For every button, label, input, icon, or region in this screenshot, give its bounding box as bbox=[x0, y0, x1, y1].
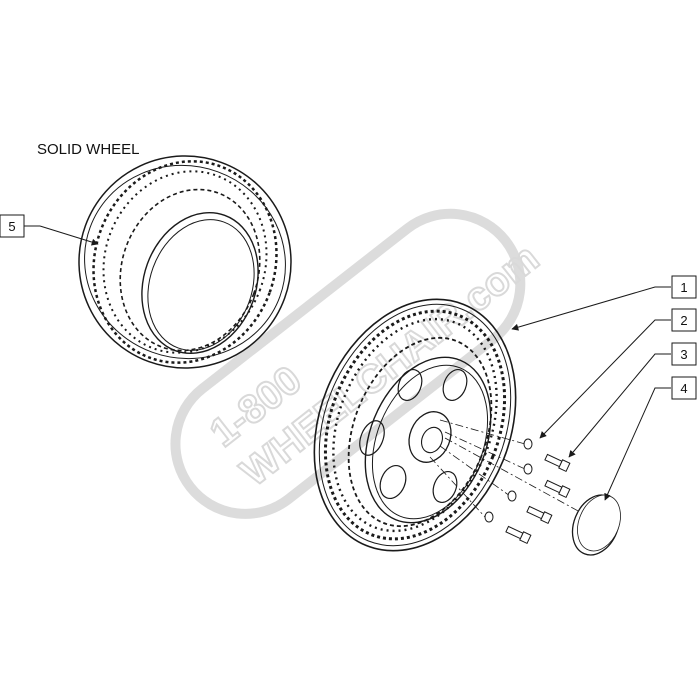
callout-5: 5 bbox=[0, 214, 40, 238]
callout-2: 2 bbox=[671, 308, 697, 332]
washers bbox=[484, 438, 533, 523]
spare-solid-tire bbox=[78, 155, 292, 369]
hub-cap bbox=[571, 494, 621, 556]
callout-1-number: 1 bbox=[680, 280, 687, 295]
callout-leaders bbox=[39, 225, 671, 501]
callout-3-number: 3 bbox=[680, 347, 687, 362]
wheel-assembly bbox=[313, 298, 517, 552]
callout-2-number: 2 bbox=[680, 313, 687, 328]
callout-1: 1 bbox=[671, 275, 697, 299]
diagram-title: SOLID WHEEL bbox=[37, 141, 140, 158]
assembly-lines bbox=[429, 419, 581, 518]
callout-4: 4 bbox=[671, 376, 697, 400]
callout-4-number: 4 bbox=[680, 381, 687, 396]
callout-3: 3 bbox=[671, 342, 697, 366]
callout-5-number: 5 bbox=[8, 219, 15, 234]
bolts bbox=[505, 453, 571, 545]
